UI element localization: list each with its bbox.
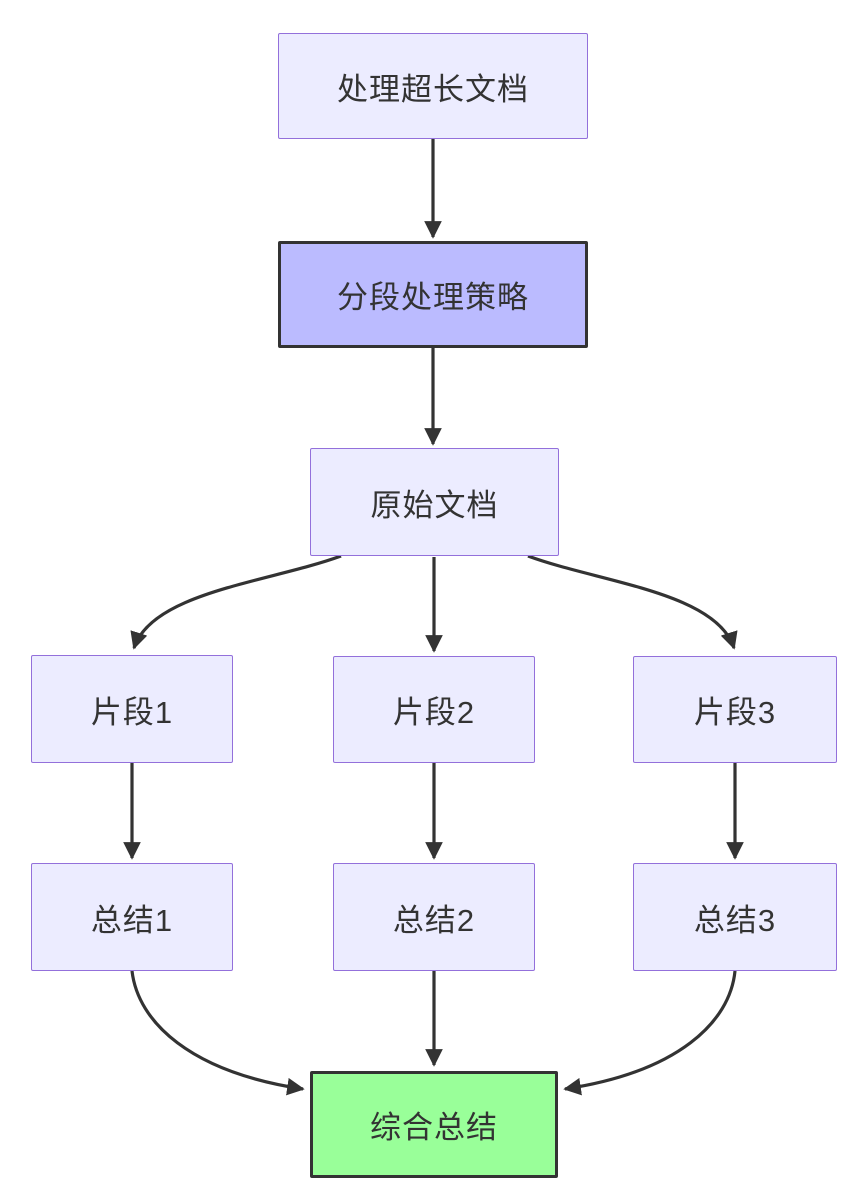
edge-e3-f [563, 970, 737, 1096]
node-fragment-3: 片段3 [633, 656, 837, 763]
node-label: 总结1 [90, 902, 174, 938]
edge-c-d1 [130, 554, 342, 650]
node-label: 原始文档 [370, 487, 499, 523]
node-fragment-1: 片段1 [31, 655, 233, 763]
node-label: 片段2 [392, 695, 476, 730]
node-label: 处理超长文档 [337, 71, 529, 107]
node-label: 片段1 [90, 694, 174, 730]
node-label: 片段3 [693, 695, 777, 730]
node-segmentation-strategy: 分段处理策略 [278, 241, 588, 348]
edge-e1-f [130, 970, 305, 1096]
node-handle-long-document: 处理超长文档 [278, 33, 588, 139]
node-summary-2: 总结2 [333, 863, 535, 971]
node-summary-1: 总结1 [31, 863, 233, 971]
node-label: 综合总结 [370, 1110, 498, 1145]
node-original-document: 原始文档 [310, 448, 559, 556]
node-label: 分段处理策略 [337, 280, 529, 315]
node-label: 总结3 [693, 902, 777, 938]
node-fragment-2: 片段2 [333, 656, 535, 763]
node-final-summary: 综合总结 [310, 1071, 558, 1178]
node-summary-3: 总结3 [633, 863, 837, 971]
node-label: 总结2 [392, 902, 476, 938]
edge-c-d3 [527, 554, 738, 650]
